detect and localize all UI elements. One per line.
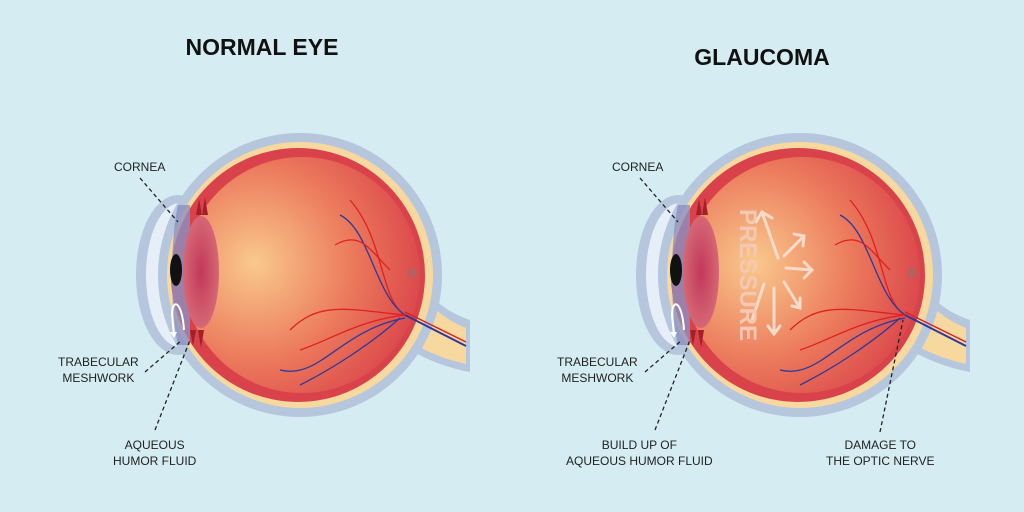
label-line: HUMOR FLUID xyxy=(113,454,197,468)
normal-aqueous-label: AQUEOUS HUMOR FLUID xyxy=(113,437,196,469)
label-line: THE OPTIC NERVE xyxy=(826,454,935,468)
glaucoma-title: GLAUCOMA xyxy=(694,44,830,70)
label-line: MESHWORK xyxy=(62,371,135,385)
label-line: AQUEOUS xyxy=(124,438,185,452)
glaucoma-cornea-label: CORNEA xyxy=(612,160,664,174)
pressure-label: PRESSURE xyxy=(734,209,761,341)
optic-nerve-damage-label: DAMAGE TO THE OPTIC NERVE xyxy=(826,437,934,469)
label-line: DAMAGE TO xyxy=(844,438,917,452)
normal-eye-illustration xyxy=(135,132,471,418)
label-line: AQUEOUS HUMOR FLUID xyxy=(566,454,713,468)
label-line: MESHWORK xyxy=(561,371,634,385)
buildup-label: BUILD UP OF AQUEOUS HUMOR FLUID xyxy=(566,437,713,469)
label-line: TRABECULAR xyxy=(557,355,638,369)
label-line: BUILD UP OF xyxy=(601,438,677,452)
normal-trabecular-label: TRABECULAR MESHWORK xyxy=(58,354,139,386)
normal-cornea-label: CORNEA xyxy=(114,160,166,174)
pressure-arrows-icon xyxy=(750,209,815,337)
normal-eye-title: NORMAL EYE xyxy=(185,34,339,60)
leader-lines xyxy=(139,177,904,433)
glaucoma-trabecular-label: TRABECULAR MESHWORK xyxy=(557,354,638,386)
label-line: TRABECULAR xyxy=(58,355,139,369)
glaucoma-eye-illustration xyxy=(635,132,971,418)
